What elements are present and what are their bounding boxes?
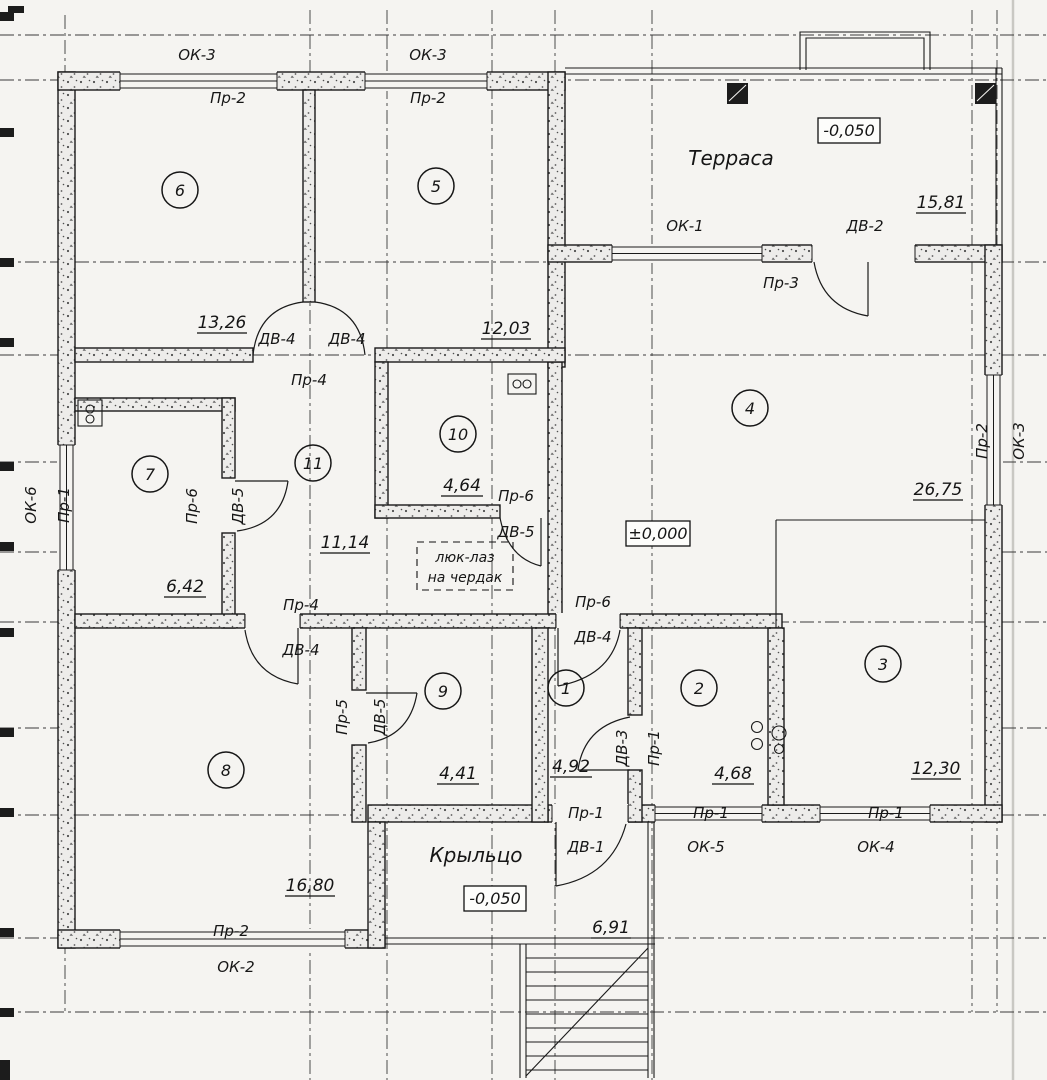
- attic-hatch-text-1: люк-лаз: [434, 550, 494, 566]
- label-dv5: ДВ-5: [371, 699, 389, 737]
- svg-text:9: 9: [438, 682, 448, 701]
- zone-labels: Терраса -0,050 ±0,000 Крыльцо -0,050: [429, 117, 881, 912]
- label-pr1: Пр-1: [645, 730, 663, 766]
- label-dv4: ДВ-4: [574, 628, 612, 646]
- svg-text:1: 1: [561, 679, 571, 698]
- room-10-area: 4,64: [443, 476, 481, 496]
- label-pr2: Пр-2: [410, 89, 446, 107]
- room-marker-4: 4: [731, 389, 769, 427]
- room-marker-8: 8: [207, 751, 245, 789]
- label-ok3: ОК-3: [1010, 422, 1028, 459]
- arch-opening-right: [314, 301, 366, 356]
- room-marker-6: 6: [161, 171, 199, 209]
- room-1-area: 4,92: [552, 757, 590, 777]
- label-dv4: ДВ-4: [258, 330, 296, 348]
- svg-text:5: 5: [431, 177, 441, 196]
- porch-name: Крыльцо: [429, 843, 522, 867]
- room-marker-11: 11: [294, 444, 332, 482]
- room-9-area: 4,41: [439, 764, 477, 784]
- opening-labels: ОК-3 Пр-2 ОК-3 Пр-2 ОК-1 ДВ-2 Пр-3 ДВ-4 …: [22, 46, 1028, 976]
- label-dv3: ДВ-3: [613, 730, 631, 768]
- label-ok3: ОК-3: [178, 46, 215, 64]
- label-pr1: Пр-1: [868, 804, 904, 822]
- svg-text:11: 11: [303, 454, 323, 473]
- room-markers: 6 5 4 10 11 7 8 9 1 2 3: [131, 167, 902, 789]
- label-pr5: Пр-5: [333, 699, 351, 735]
- room-6-area: 13,26: [198, 313, 247, 333]
- label-dv1: ДВ-1: [567, 838, 605, 856]
- room-5-area: 12,03: [482, 319, 531, 339]
- porch-stairs: [519, 944, 655, 1078]
- svg-text:10: 10: [448, 425, 468, 444]
- label-pr1: Пр-1: [55, 487, 73, 523]
- svg-text:4: 4: [745, 399, 755, 418]
- scan-artifacts: [0, 6, 24, 1080]
- label-dv2: ДВ-2: [846, 217, 884, 235]
- stove-icon: [507, 373, 537, 395]
- fixtures: [77, 373, 787, 755]
- main-elevation: ±0,000: [628, 524, 687, 543]
- plumbing-icon: [750, 720, 764, 734]
- label-dv4: ДВ-4: [282, 641, 320, 659]
- doors: [235, 244, 916, 887]
- porch-area: 6,91: [592, 918, 630, 938]
- terrace-name: Терраса: [688, 146, 773, 170]
- label-dv4: ДВ-4: [328, 330, 366, 348]
- label-pr2: Пр-2: [973, 423, 991, 459]
- label-pr3: Пр-3: [763, 274, 799, 292]
- room-marker-9: 9: [424, 672, 462, 710]
- room-3-area: 12,30: [912, 759, 961, 779]
- label-ok5: ОК-5: [687, 838, 724, 856]
- fixture-box: [77, 399, 103, 427]
- attic-hatch-text-2: на чердак: [428, 570, 503, 586]
- room-8-area: 16,80: [286, 876, 335, 896]
- room-areas: 13,26 12,03 26,75 4,64 11,14 6,42 16,80 …: [164, 193, 966, 939]
- label-pr6: Пр-6: [498, 487, 534, 505]
- label-dv5: ДВ-5: [229, 488, 247, 526]
- room-11-area: 11,14: [321, 533, 370, 553]
- label-pr4: Пр-4: [291, 371, 327, 389]
- label-ok3: ОК-3: [409, 46, 446, 64]
- room-marker-3: 3: [864, 645, 902, 683]
- room-marker-5: 5: [417, 167, 455, 205]
- room-2-area: 4,68: [714, 764, 752, 784]
- label-ok1: ОК-1: [666, 217, 703, 235]
- terrace-columns: [727, 83, 996, 104]
- label-ok2: ОК-2: [217, 958, 254, 976]
- terrace-elevation: -0,050: [823, 121, 875, 140]
- label-pr6: Пр-6: [183, 488, 201, 524]
- label-pr6: Пр-6: [575, 593, 611, 611]
- stair-direction-line: [525, 947, 649, 1077]
- room-marker-2: 2: [680, 669, 718, 707]
- arch-opening-left: [252, 301, 304, 356]
- label-ok6: ОК-6: [22, 486, 40, 523]
- room-marker-10: 10: [439, 415, 477, 453]
- svg-text:8: 8: [221, 761, 231, 780]
- porch-elevation: -0,050: [469, 889, 521, 908]
- label-pr4: Пр-4: [283, 596, 319, 614]
- room-7-area: 6,42: [166, 577, 204, 597]
- label-dv5: ДВ-5: [497, 523, 535, 541]
- label-pr1: Пр-1: [693, 804, 729, 822]
- terrace-outline: [565, 31, 1003, 245]
- room-marker-7: 7: [131, 455, 169, 493]
- label-pr2: Пр-2: [210, 89, 246, 107]
- terrace-area: 15,81: [917, 193, 966, 213]
- windows: [57, 71, 1003, 949]
- label-pr2: Пр-2: [213, 922, 249, 940]
- room-4-area: 26,75: [914, 480, 963, 500]
- svg-text:3: 3: [878, 655, 888, 674]
- room-marker-1: 1: [547, 669, 585, 707]
- svg-text:2: 2: [694, 679, 704, 698]
- attic-hatch: люк-лаз на чердак: [416, 541, 514, 591]
- svg-text:6: 6: [175, 181, 185, 200]
- label-ok4: ОК-4: [857, 838, 894, 856]
- label-pr1: Пр-1: [568, 804, 604, 822]
- svg-text:7: 7: [145, 465, 156, 484]
